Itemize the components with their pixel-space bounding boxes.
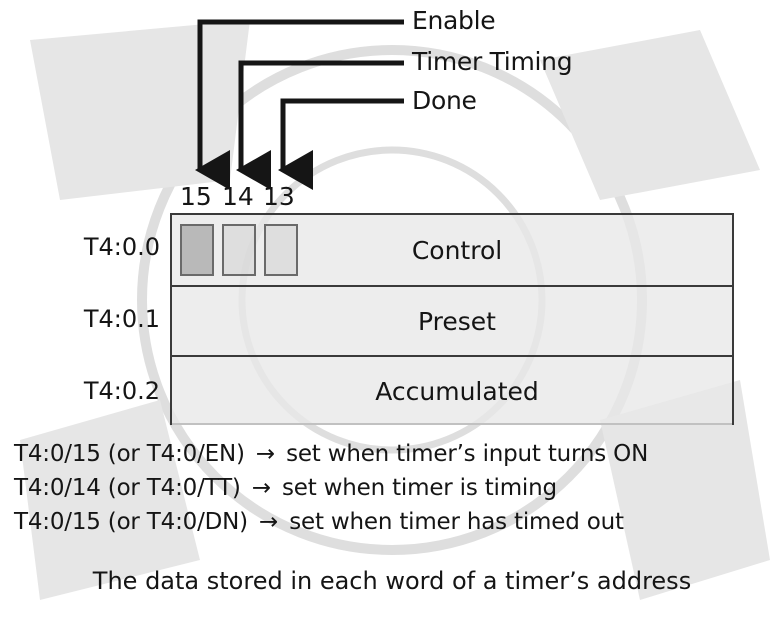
timer-timing-arrow — [236, 60, 404, 190]
done-arrow — [278, 98, 404, 190]
timer-timing-label: Timer Timing — [412, 47, 573, 76]
figure-caption: The data stored in each word of a timer’… — [92, 567, 692, 595]
right-arrow-icon: → — [259, 509, 279, 535]
timer-register: Control Preset Accumulated — [170, 213, 734, 425]
right-arrow-icon: → — [251, 475, 271, 501]
status-desc-done: set when timer has timed out — [289, 509, 624, 535]
right-arrow-icon: → — [255, 441, 275, 467]
status-line-done: T4:0/15 (or T4:0/DN) → set when timer ha… — [14, 508, 624, 536]
preset-word-label: Preset — [418, 306, 496, 336]
enable-label: Enable — [412, 6, 496, 35]
bit-number-15: 15 — [180, 182, 212, 211]
address-accumulated-word: T4:0.2 — [83, 377, 160, 405]
status-bit-done: T4:0/15 (or T4:0/DN) — [14, 509, 248, 535]
accumulated-word: Accumulated — [172, 355, 732, 425]
timer-timing-bit-box — [222, 224, 256, 276]
accumulated-word-label: Accumulated — [375, 376, 539, 406]
address-preset-word: T4:0.1 — [83, 305, 160, 333]
preset-word: Preset — [172, 285, 732, 355]
status-desc-timer-timing: set when timer is timing — [282, 475, 557, 501]
control-word: Control — [172, 215, 732, 285]
status-bit-enable: T4:0/15 (or T4:0/EN) — [14, 441, 245, 467]
status-line-enable: T4:0/15 (or T4:0/EN) → set when timer’s … — [14, 440, 648, 468]
status-bit-timer-timing: T4:0/14 (or T4:0/TT) — [14, 475, 241, 501]
bit-number-13: 13 — [263, 182, 295, 211]
status-desc-enable: set when timer’s input turns ON — [286, 441, 649, 467]
done-label: Done — [412, 86, 477, 115]
enable-bit-box — [180, 224, 214, 276]
done-bit-box — [264, 224, 298, 276]
bit-number-14: 14 — [222, 182, 254, 211]
control-word-label: Control — [411, 235, 503, 265]
address-control-word: T4:0.0 — [83, 233, 160, 261]
status-line-timer-timing: T4:0/14 (or T4:0/TT) → set when timer is… — [14, 474, 557, 502]
enable-arrow — [195, 19, 404, 190]
